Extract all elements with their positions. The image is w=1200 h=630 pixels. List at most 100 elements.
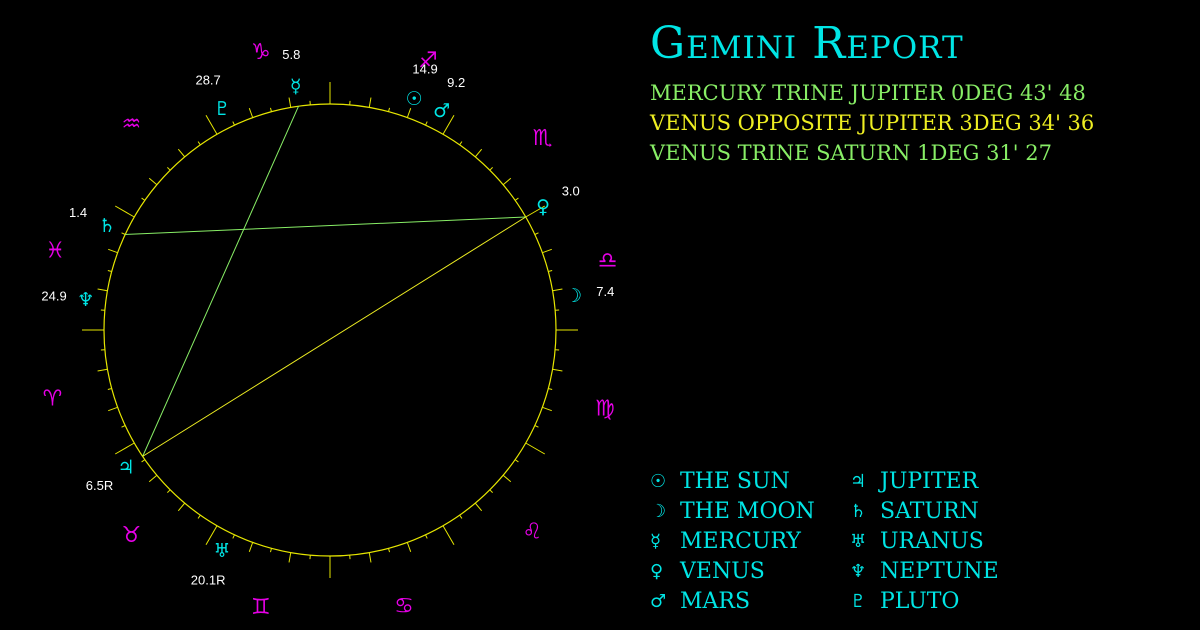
mars-icon: ♂ <box>433 100 450 122</box>
mars-degree-label: 9.2 <box>447 75 465 90</box>
ring-tick <box>197 514 201 519</box>
ring-tick <box>502 474 512 483</box>
leo-sign-icon: ♌ <box>522 520 542 545</box>
ring-tick <box>425 534 428 539</box>
ring-tick <box>548 269 553 272</box>
aspect-line: VENUS TRINE SATURN 1DEG 31' 27 <box>650 141 1052 165</box>
ring-tick <box>177 148 186 158</box>
mercury-degree-label: 5.8 <box>282 47 300 62</box>
ring-tick <box>141 459 146 463</box>
ring-tick <box>552 288 563 292</box>
legend-label: MERCURY <box>680 528 801 554</box>
legend-label: SATURN <box>880 498 979 524</box>
legend-label: THE SUN <box>680 468 790 494</box>
ring-tick <box>108 248 118 254</box>
cancer-sign-icon: ♋ <box>394 594 414 619</box>
venus-icon: ♀ <box>536 196 550 218</box>
page-title: Gemini Report <box>650 18 964 69</box>
legend-item-saturn: ♄ SATURN <box>850 496 999 526</box>
aspect-line: VENUS OPPOSITE JUPITER 3DEG 34' 36 <box>650 111 1095 135</box>
aspect-list: MERCURY TRINE JUPITER 0DEG 43' 48 VENUS … <box>650 78 1094 168</box>
ring-tick <box>514 459 519 463</box>
ring-tick <box>248 108 254 118</box>
ring-tick <box>232 534 235 539</box>
legend-label: NEPTUNE <box>880 558 999 584</box>
ring-tick <box>542 248 552 254</box>
ring-tick <box>114 442 135 455</box>
mars-icon: ♂ <box>650 590 667 612</box>
moon-icon: ☽ <box>650 500 667 522</box>
aquarius-sign-icon: ♒ <box>121 112 141 137</box>
pisces-sign-icon: ♓ <box>45 239 65 264</box>
ring-tick <box>148 474 158 483</box>
venus-degree-label: 3.0 <box>562 184 580 199</box>
sun-icon: ☉ <box>650 470 667 492</box>
jupiter-icon: ♃ <box>850 470 867 492</box>
ring-tick <box>107 269 112 272</box>
ring-tick <box>525 442 546 455</box>
sun-degree-label: 14.9 <box>412 61 437 76</box>
legend-label: MARS <box>680 588 751 614</box>
ring-tick <box>368 97 372 108</box>
ring-tick <box>474 502 483 512</box>
ring-tick <box>474 148 483 158</box>
virgo-sign-icon: ♍ <box>595 396 615 421</box>
ring-tick <box>141 197 146 201</box>
ring-tick <box>388 107 391 112</box>
legend-item-venus: ♀VENUS <box>650 556 815 586</box>
legend-item-pluto: ♇ PLUTO <box>850 586 999 616</box>
legend-item-moon: ☽THE MOON <box>650 496 815 526</box>
jupiter-degree-label: 6.5R <box>86 478 113 493</box>
ring-tick <box>114 205 135 218</box>
ring-tick <box>502 177 512 186</box>
neptune-icon: ♆ <box>77 289 94 311</box>
ring-tick <box>269 107 272 112</box>
ring-tick <box>542 406 552 412</box>
ring-tick <box>167 167 171 171</box>
pluto-icon: ♇ <box>850 590 867 612</box>
uranus-icon: ♅ <box>850 530 867 552</box>
jupiter-icon: ♃ <box>118 457 135 479</box>
neptune-icon: ♆ <box>850 560 867 582</box>
ring-tick <box>552 368 563 372</box>
ring-tick <box>269 548 272 553</box>
ring-tick <box>97 288 108 292</box>
ring-tick <box>525 205 546 218</box>
ring-tick <box>107 388 112 391</box>
aries-sign-icon: ♈ <box>43 387 63 412</box>
ring-tick <box>121 425 126 428</box>
mercury-icon: ☿ <box>650 530 662 552</box>
ring-tick <box>108 406 118 412</box>
saturn-icon: ♄ <box>99 215 116 237</box>
ring-tick <box>459 514 463 519</box>
legend-item-sun: ☉ THE SUN <box>650 466 815 496</box>
zodiac-ring <box>103 103 557 557</box>
moon-degree-label: 7.4 <box>596 284 614 299</box>
legend-item-neptune: ♆ NEPTUNE <box>850 556 999 586</box>
ring-tick <box>97 368 108 372</box>
ring-tick <box>121 232 126 235</box>
ring-tick <box>205 114 218 135</box>
taurus-sign-icon: ♉ <box>121 523 141 548</box>
ring-tick <box>205 525 218 546</box>
ring-tick <box>248 542 254 552</box>
ring-tick <box>489 489 493 493</box>
ring-tick <box>442 525 455 546</box>
gemini-sign-icon: ♊ <box>251 595 271 620</box>
ring-tick <box>167 489 171 493</box>
ring-tick <box>288 97 292 108</box>
ring-tick <box>406 542 412 552</box>
legend-label: PLUTO <box>880 588 960 614</box>
legend-item-mercury: ☿ MERCURY <box>650 526 815 556</box>
legend-item-jupiter: ♃JUPITER <box>850 466 999 496</box>
legend-column-left: ☉ THE SUN ☽THE MOON ☿ MERCURY ♀VENUS ♂ MARS <box>650 466 815 616</box>
aspect-chord-mercury-jupiter <box>142 105 300 457</box>
ring-tick <box>489 167 493 171</box>
sun-icon: ☉ <box>406 88 423 110</box>
saturn-icon: ♄ <box>850 500 867 522</box>
ring-tick <box>368 552 372 563</box>
legend-item-mars: ♂ MARS <box>650 586 815 616</box>
aspect-line: MERCURY TRINE JUPITER 0DEG 43' 48 <box>650 81 1086 105</box>
ring-tick <box>232 121 235 126</box>
